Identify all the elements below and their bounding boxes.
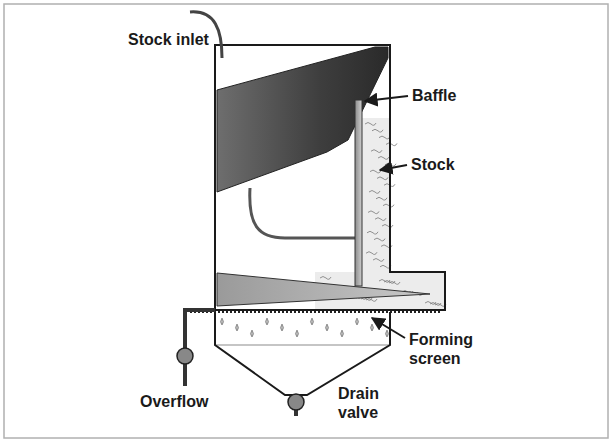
fiber bbox=[377, 177, 388, 180]
frame bbox=[4, 4, 608, 438]
fiber bbox=[379, 280, 390, 283]
drop bbox=[281, 324, 284, 331]
fiber bbox=[372, 129, 383, 132]
drop bbox=[251, 330, 254, 337]
forming-screen bbox=[190, 311, 442, 313]
fiber bbox=[386, 143, 397, 146]
fiber bbox=[366, 252, 377, 255]
part-label: Forming screen bbox=[409, 330, 493, 368]
fiber bbox=[369, 191, 380, 194]
leader-line bbox=[380, 165, 407, 170]
leader-line bbox=[372, 318, 405, 338]
fiber bbox=[383, 204, 394, 207]
vessel-body bbox=[215, 45, 445, 310]
tank-seam bbox=[215, 345, 390, 346]
fiber bbox=[374, 238, 385, 241]
deflector-wedge bbox=[217, 273, 430, 306]
fiber bbox=[378, 157, 389, 160]
fiber bbox=[368, 211, 379, 214]
fiber bbox=[371, 150, 382, 153]
fiber bbox=[367, 231, 378, 234]
fiber bbox=[365, 123, 376, 126]
fibers bbox=[320, 123, 446, 307]
drop bbox=[296, 330, 299, 337]
part-label: Drain valve bbox=[338, 384, 398, 422]
fiber bbox=[425, 302, 436, 305]
part-label: Stock bbox=[411, 155, 491, 174]
drop bbox=[266, 318, 269, 325]
baffle bbox=[355, 100, 362, 286]
drop bbox=[341, 330, 344, 337]
drop bbox=[371, 324, 374, 331]
fiber bbox=[375, 218, 386, 221]
drop bbox=[221, 318, 224, 325]
fiber bbox=[379, 136, 390, 139]
overflow-valve bbox=[177, 348, 193, 364]
part-label: Overflow bbox=[140, 392, 230, 411]
part-label: Stock inlet bbox=[128, 30, 238, 49]
water-drops bbox=[221, 318, 389, 337]
fiber bbox=[373, 259, 384, 262]
overflow-pipe bbox=[185, 310, 215, 386]
drop bbox=[326, 324, 329, 331]
fiber bbox=[382, 225, 393, 228]
drop bbox=[356, 318, 359, 325]
feed-pipe bbox=[250, 188, 356, 238]
fiber bbox=[320, 277, 331, 280]
drain-valve bbox=[288, 394, 304, 410]
leader-line bbox=[365, 96, 408, 101]
drop bbox=[311, 318, 314, 325]
fiber bbox=[376, 197, 387, 200]
drain-tank bbox=[215, 312, 390, 395]
drop bbox=[386, 330, 389, 337]
part-label: Baffle bbox=[412, 86, 492, 105]
fiber bbox=[370, 170, 381, 173]
drop bbox=[236, 324, 239, 331]
